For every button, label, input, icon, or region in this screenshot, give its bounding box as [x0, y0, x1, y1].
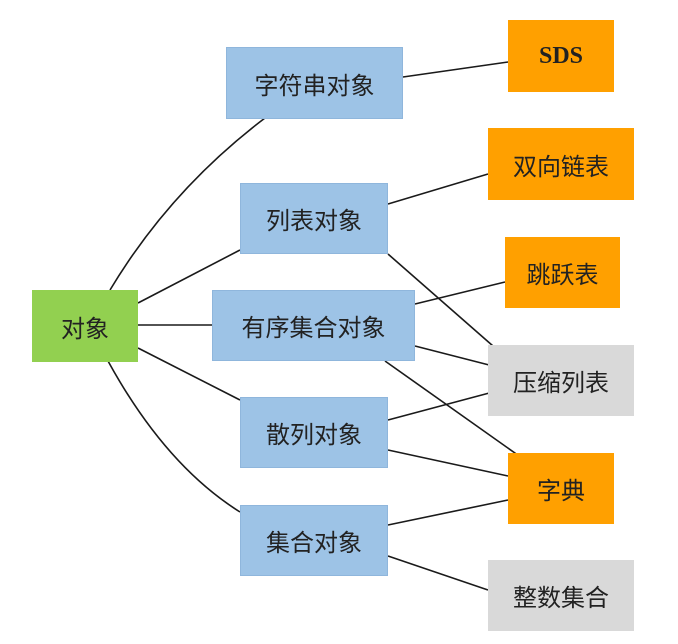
encoding-node-skiplist: 跳跃表	[505, 237, 620, 308]
type-node-set: 集合对象	[240, 505, 388, 576]
encoding-node-ziplist: 压缩列表	[488, 345, 634, 416]
edge-hash-ziplist	[387, 391, 494, 421]
edge-zset-ziplist	[414, 345, 494, 367]
encoding-node-linkedlist: 双向链表	[488, 128, 634, 200]
edge-list-linkedlist	[387, 173, 489, 205]
root-node: 对象	[32, 290, 138, 362]
type-node-hash: 散列对象	[240, 397, 388, 468]
type-node-zset: 有序集合对象	[212, 290, 415, 361]
edge-root-list	[137, 249, 241, 304]
edge-set-intset	[387, 555, 489, 591]
edge-zset-skiplist	[414, 281, 506, 305]
type-node-string: 字符串对象	[226, 47, 403, 119]
edge-set-dict	[387, 499, 509, 526]
encoding-node-sds: SDS	[508, 20, 614, 92]
edge-zset-dict	[384, 360, 523, 459]
edge-root-string	[109, 117, 266, 291]
edge-string-sds	[402, 61, 509, 78]
encoding-node-intset: 整数集合	[488, 560, 634, 631]
edge-hash-dict	[387, 449, 509, 477]
edge-root-hash	[137, 347, 241, 401]
edge-list-ziplist	[387, 253, 494, 347]
encoding-node-dict: 字典	[508, 453, 614, 524]
edge-root-set	[107, 360, 241, 513]
type-node-list: 列表对象	[240, 183, 388, 254]
